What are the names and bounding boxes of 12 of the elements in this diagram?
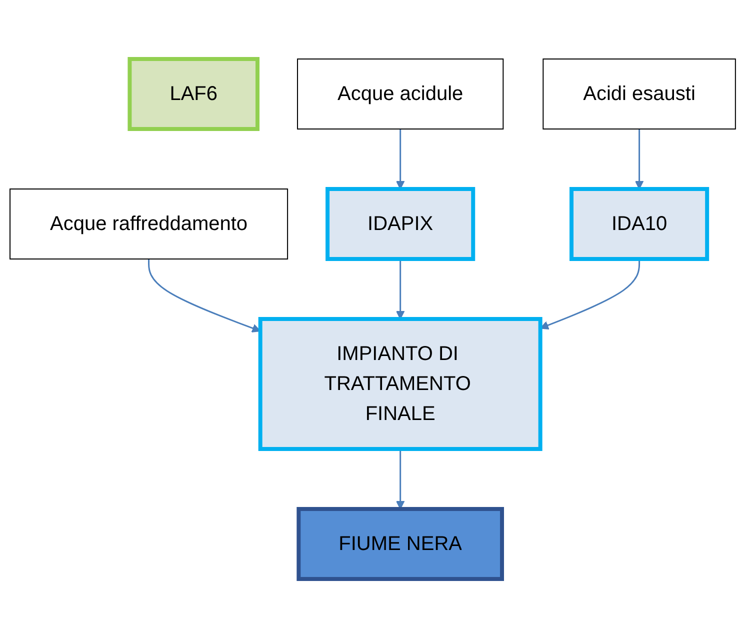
node-box: LAF6 (127, 57, 260, 131)
node-box: Acidi esausti (542, 58, 736, 130)
node-box: Acque raffreddamento (9, 188, 288, 260)
node-box: IMPIANTO DI TRATTAMENTO FINALE (258, 317, 542, 451)
arrow (634, 129, 644, 190)
arrow (396, 259, 404, 320)
node-box: IDA10 (569, 187, 709, 261)
node-box: Acque acidule (296, 58, 504, 130)
node-box: IDAPIX (325, 187, 475, 261)
node-box: FIUME NERA (296, 506, 504, 581)
arrow (396, 449, 404, 510)
arrow (396, 129, 404, 190)
